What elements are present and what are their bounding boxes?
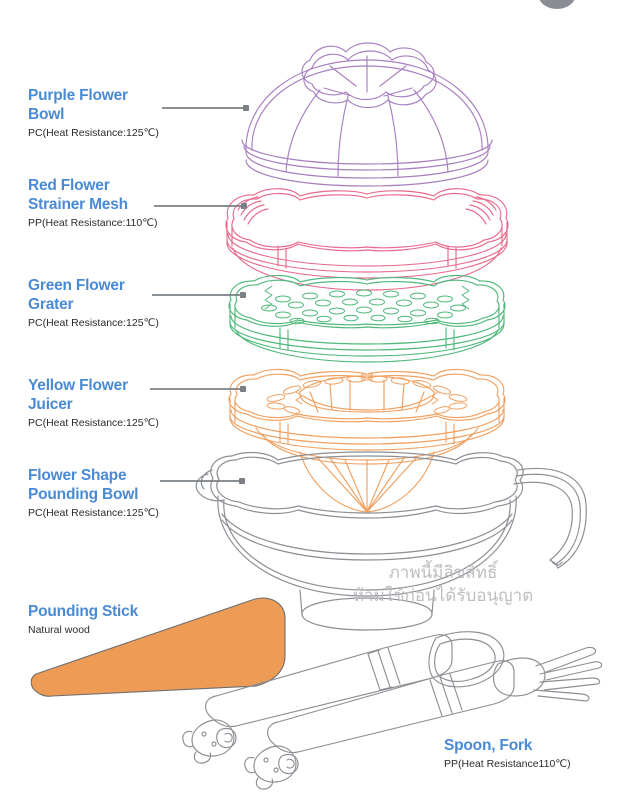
green-flower-grater-illustration <box>228 274 506 363</box>
label-title-red-flower-strainer-mesh: Red Flower Strainer Mesh <box>28 177 128 213</box>
label-title-spoon-fork: Spoon, Fork <box>444 737 533 754</box>
label-flower-shape-pounding-bowl: Flower Shape Pounding Bowl PC(Heat Resis… <box>28 466 159 520</box>
label-yellow-flower-juicer: Yellow Flower Juicer PC(Heat Resistance:… <box>28 376 159 430</box>
label-subtitle-purple-flower-bowl: PC(Heat Resistance:125℃) <box>28 127 159 139</box>
label-title-flower-shape-pounding-bowl: Flower Shape Pounding Bowl <box>28 467 139 503</box>
label-title-pounding-stick: Pounding Stick <box>28 603 139 620</box>
flower-shape-pounding-bowl-illustration <box>195 451 587 631</box>
label-subtitle-pounding-stick: Natural wood <box>28 624 90 636</box>
label-subtitle-spoon-fork: PP(Heat Resistance110℃) <box>444 758 571 770</box>
label-purple-flower-bowl: Purple Flower Bowl PC(Heat Resistance:12… <box>28 86 159 140</box>
label-red-flower-strainer-mesh: Red Flower Strainer Mesh PP(Heat Resista… <box>28 176 158 230</box>
label-title-purple-flower-bowl: Purple Flower Bowl <box>28 87 128 123</box>
label-green-flower-grater: Green Flower Grater PC(Heat Resistance:1… <box>28 276 159 330</box>
label-subtitle-red-flower-strainer-mesh: PP(Heat Resistance:110℃) <box>28 217 158 229</box>
label-subtitle-yellow-flower-juicer: PC(Heat Resistance:125℃) <box>28 417 159 429</box>
leader-line-dots <box>239 105 249 484</box>
label-spoon-fork: Spoon, Fork PP(Heat Resistance110℃) <box>444 736 571 771</box>
label-subtitle-flower-shape-pounding-bowl: PC(Heat Resistance:125℃) <box>28 507 159 519</box>
copyright-watermark: ภาพนี้มีลิขสิทธิ์ ห้ามใช้ก่อนได้รับอนุญา… <box>352 563 534 606</box>
label-title-green-flower-grater: Green Flower Grater <box>28 277 125 313</box>
label-pounding-stick: Pounding Stick Natural wood <box>28 602 138 637</box>
label-subtitle-green-flower-grater: PC(Heat Resistance:125℃) <box>28 317 159 329</box>
corner-circle-decoration <box>539 0 575 9</box>
yellow-flower-juicer-illustration <box>228 368 506 513</box>
pounding-stick-illustration <box>30 597 286 697</box>
purple-flower-bowl-illustration <box>241 42 493 187</box>
red-flower-strainer-mesh-illustration <box>225 188 509 291</box>
leader-lines <box>150 107 246 482</box>
spoon-fork-illustration <box>182 631 603 790</box>
label-title-yellow-flower-juicer: Yellow Flower Juicer <box>28 377 128 413</box>
